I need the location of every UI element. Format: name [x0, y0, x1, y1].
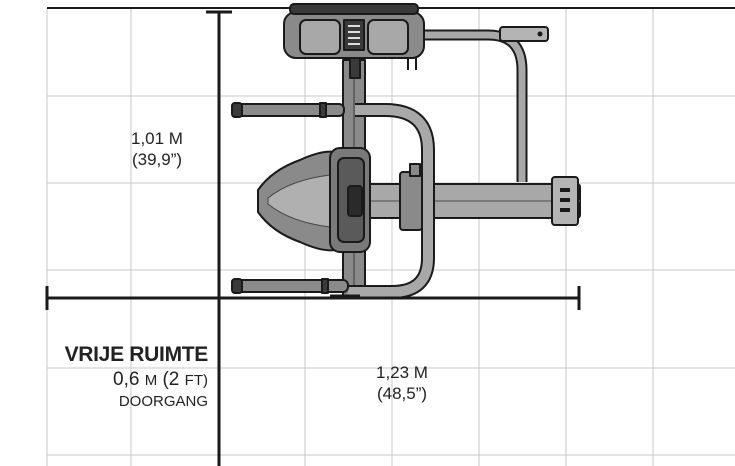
clearance-metric-number: 0,6 [113, 369, 140, 390]
rowing-machine-top-view-icon [231, 3, 581, 299]
clearance-note: DOORGANG [118, 393, 208, 410]
depth-dimension-label: 1,01 M (39,9”) [112, 128, 202, 170]
width-imperial: (48,5”) [376, 384, 428, 403]
width-dimension-label: 1,23 M (48,5”) [352, 362, 452, 404]
clearance-imperial-unit: FT) [184, 372, 208, 389]
depth-imperial: (39,9”) [131, 150, 183, 169]
clearance-label: VRIJE RUIMTE 0,6 M (2 FT) DOORGANG [8, 343, 209, 410]
clearance-imperial-number: (2 [162, 369, 180, 390]
width-metric: 1,23 M [376, 363, 428, 382]
clearance-title: VRIJE RUIMTE [64, 343, 209, 366]
depth-metric: 1,01 M [131, 129, 183, 148]
clearance-value: 0,6 M (2 FT) [8, 369, 208, 391]
dimension-lines [45, 10, 581, 466]
clearance-metric-unit: M [144, 372, 158, 389]
